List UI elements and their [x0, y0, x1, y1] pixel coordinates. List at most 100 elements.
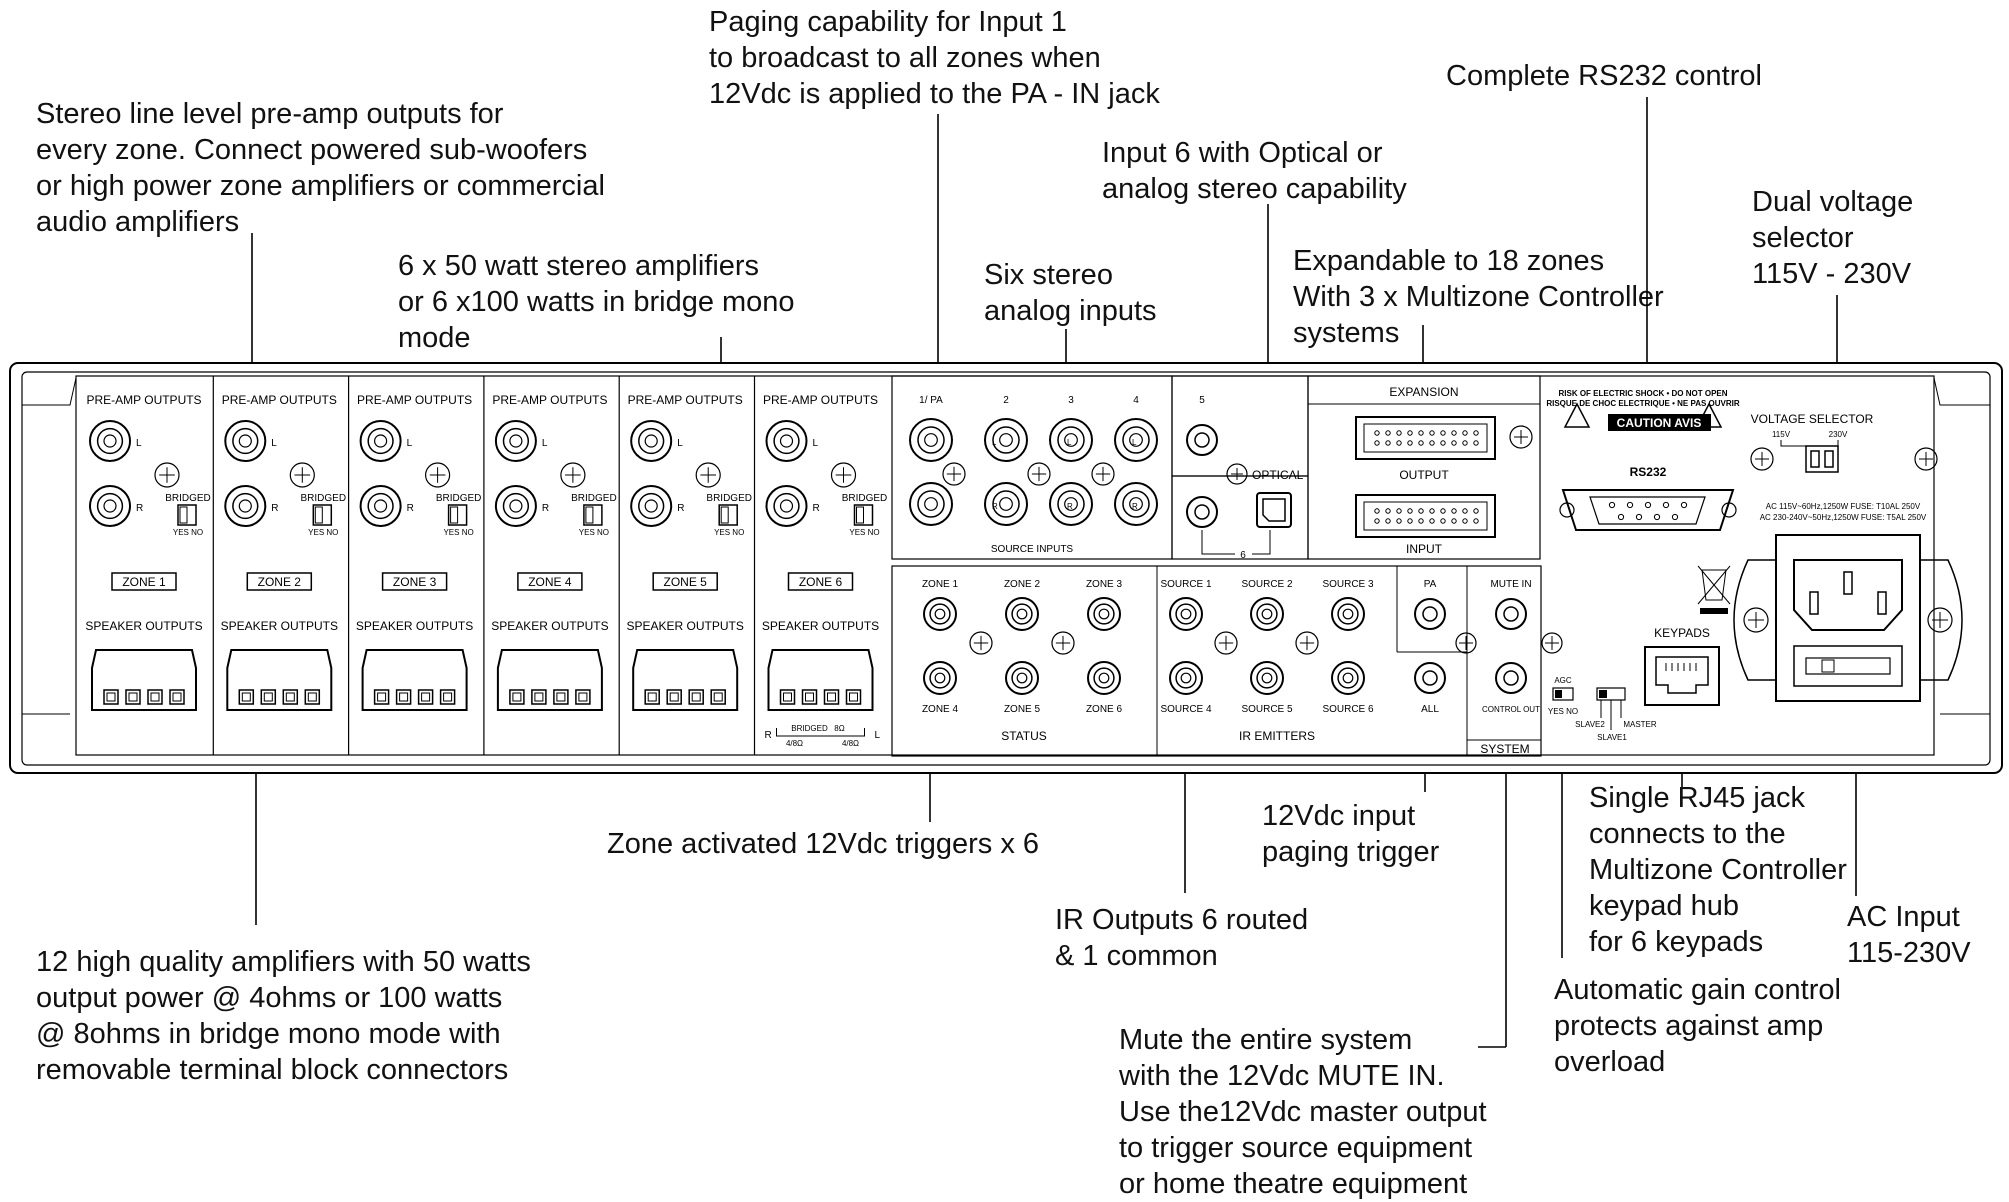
speaker-terminal-block[interactable]: [496, 649, 603, 711]
terminal-screw: [575, 689, 591, 705]
source-input-right-jack[interactable]: [1114, 482, 1158, 526]
preamp-left-jack[interactable]: [224, 420, 267, 462]
bridged-switch[interactable]: [177, 504, 197, 526]
terminal-screw-inner: [805, 692, 814, 702]
terminal-screw: [304, 689, 321, 705]
expansion-label: EXPANSION: [1389, 385, 1458, 399]
source-input-right-jack[interactable]: [909, 482, 953, 526]
fuse-holder[interactable]: [1793, 645, 1903, 687]
control-out-jack[interactable]: [1495, 662, 1527, 694]
callout-line: With 3 x Multizone Controller: [1293, 281, 1664, 313]
ir-all-jack[interactable]: [1414, 662, 1446, 694]
bridged-switch[interactable]: [447, 504, 468, 526]
bridged-switch[interactable]: [312, 504, 333, 526]
speaker-terminal-block[interactable]: [91, 649, 197, 711]
callout-rs232: Complete RS232 control: [1446, 58, 1762, 94]
preamp-right-jack[interactable]: [89, 485, 131, 527]
bridged-switch[interactable]: [718, 504, 738, 526]
terminal-screw-inner: [556, 692, 566, 702]
bridged-switch[interactable]: [853, 504, 874, 526]
preamp-right-jack[interactable]: [765, 485, 808, 527]
source-input-left-jack[interactable]: [984, 418, 1028, 462]
callout-line: Zone activated 12Vdc triggers x 6: [607, 828, 1040, 860]
status-trigger-jack[interactable]: [1087, 597, 1121, 631]
header-pin: [1396, 430, 1402, 436]
preamp-left-jack[interactable]: [89, 420, 131, 462]
header-pin: [1440, 440, 1446, 446]
ir-emitter-jack[interactable]: [1331, 597, 1365, 631]
expansion-input-port[interactable]: [1355, 494, 1496, 538]
screw-cross: [1095, 466, 1111, 482]
preamp-left-jack[interactable]: [494, 420, 537, 462]
status-trigger-jack[interactable]: [1005, 597, 1039, 631]
header-pin: [1462, 430, 1468, 436]
agc-switch[interactable]: [1552, 687, 1574, 701]
status-trigger-jack-pin: [1098, 608, 1110, 620]
voltage-selector-switch[interactable]: [1805, 445, 1839, 473]
speaker-terminal-block[interactable]: [226, 649, 333, 711]
bridged-label: BRIDGED: [706, 493, 752, 504]
status-trigger-jack[interactable]: [1087, 661, 1121, 695]
speaker-outputs-label: SPEAKER OUTPUTS: [762, 619, 879, 633]
header-pin: [1473, 440, 1479, 446]
preamp-right-jack[interactable]: [494, 485, 537, 527]
terminal-screw-inner: [783, 692, 792, 702]
preamp-right-jack[interactable]: [224, 485, 267, 527]
terminal-screw-inner: [307, 692, 317, 702]
preamp-l-label: L: [136, 438, 142, 449]
ir-emitter-jack[interactable]: [1331, 661, 1365, 695]
ir-emitter-jack[interactable]: [1169, 661, 1203, 695]
header-pin: [1385, 518, 1391, 524]
header-pin: [1462, 508, 1468, 514]
ir-emitter-jack-pin: [1342, 608, 1354, 620]
source-input-left-jack[interactable]: [909, 418, 953, 462]
bridged-yes-no: YES NO: [308, 528, 338, 537]
header-pin: [1462, 440, 1468, 446]
preamp-left-jack-ring: [502, 427, 530, 455]
ac-inlet[interactable]: [1793, 559, 1903, 631]
caution-label: CAUTION AVIS: [1617, 416, 1702, 430]
status-trigger-jack[interactable]: [923, 597, 957, 631]
preamp-left-jack[interactable]: [630, 420, 673, 462]
ir-emitter-jack[interactable]: [1250, 597, 1284, 631]
status-trigger-jack[interactable]: [923, 661, 957, 695]
screw-cross: [835, 467, 852, 483]
ir-emitter-jack[interactable]: [1250, 661, 1284, 695]
source-input-right-jack[interactable]: [984, 482, 1028, 526]
preamp-left-jack[interactable]: [359, 420, 402, 462]
source-r-label: R: [1067, 502, 1073, 511]
bridged-label: BRIDGED: [436, 493, 482, 504]
ir-source-label: SOURCE 1: [1160, 579, 1212, 590]
input-6-label: 6: [1240, 550, 1246, 561]
source-input-left-jack[interactable]: [1114, 418, 1158, 462]
bridged-yes-no: YES NO: [443, 528, 473, 537]
rs232-port[interactable]: [1561, 489, 1735, 531]
preamp-left-jack-pin: [103, 434, 117, 448]
preamp-left-jack[interactable]: [765, 420, 808, 462]
speaker-terminal-block[interactable]: [361, 649, 468, 711]
callout-line: protects against amp: [1554, 1010, 1824, 1042]
mute-in-jack[interactable]: [1495, 598, 1527, 630]
source-input-left-jack[interactable]: [1049, 418, 1093, 462]
header-pin: [1396, 518, 1402, 524]
preamp-right-jack[interactable]: [359, 485, 402, 527]
warning-line-1: RISK OF ELECTRIC SHOCK • DO NOT OPEN: [1558, 389, 1727, 398]
bridged-switch[interactable]: [583, 504, 603, 526]
screw-icon: [1091, 462, 1115, 486]
ir-emitter-jack[interactable]: [1169, 597, 1203, 631]
callout-line: @ 8ohms in bridge mono mode with: [36, 1018, 501, 1050]
terminal-screw: [801, 689, 818, 705]
header-pin: [1473, 430, 1479, 436]
source-input-right-jack[interactable]: [1049, 482, 1093, 526]
keypads-rj45-jack[interactable]: [1644, 646, 1720, 706]
speaker-terminal-block[interactable]: [632, 649, 739, 711]
pa-jack[interactable]: [1414, 598, 1446, 630]
expansion-output-port[interactable]: [1355, 416, 1496, 460]
status-trigger-jack[interactable]: [1005, 661, 1039, 695]
preamp-right-jack[interactable]: [630, 485, 673, 527]
source-input-right-jack-pin: [924, 497, 938, 511]
bridge-8-ohm: 8Ω: [834, 724, 844, 733]
speaker-terminal-block[interactable]: [767, 649, 874, 711]
